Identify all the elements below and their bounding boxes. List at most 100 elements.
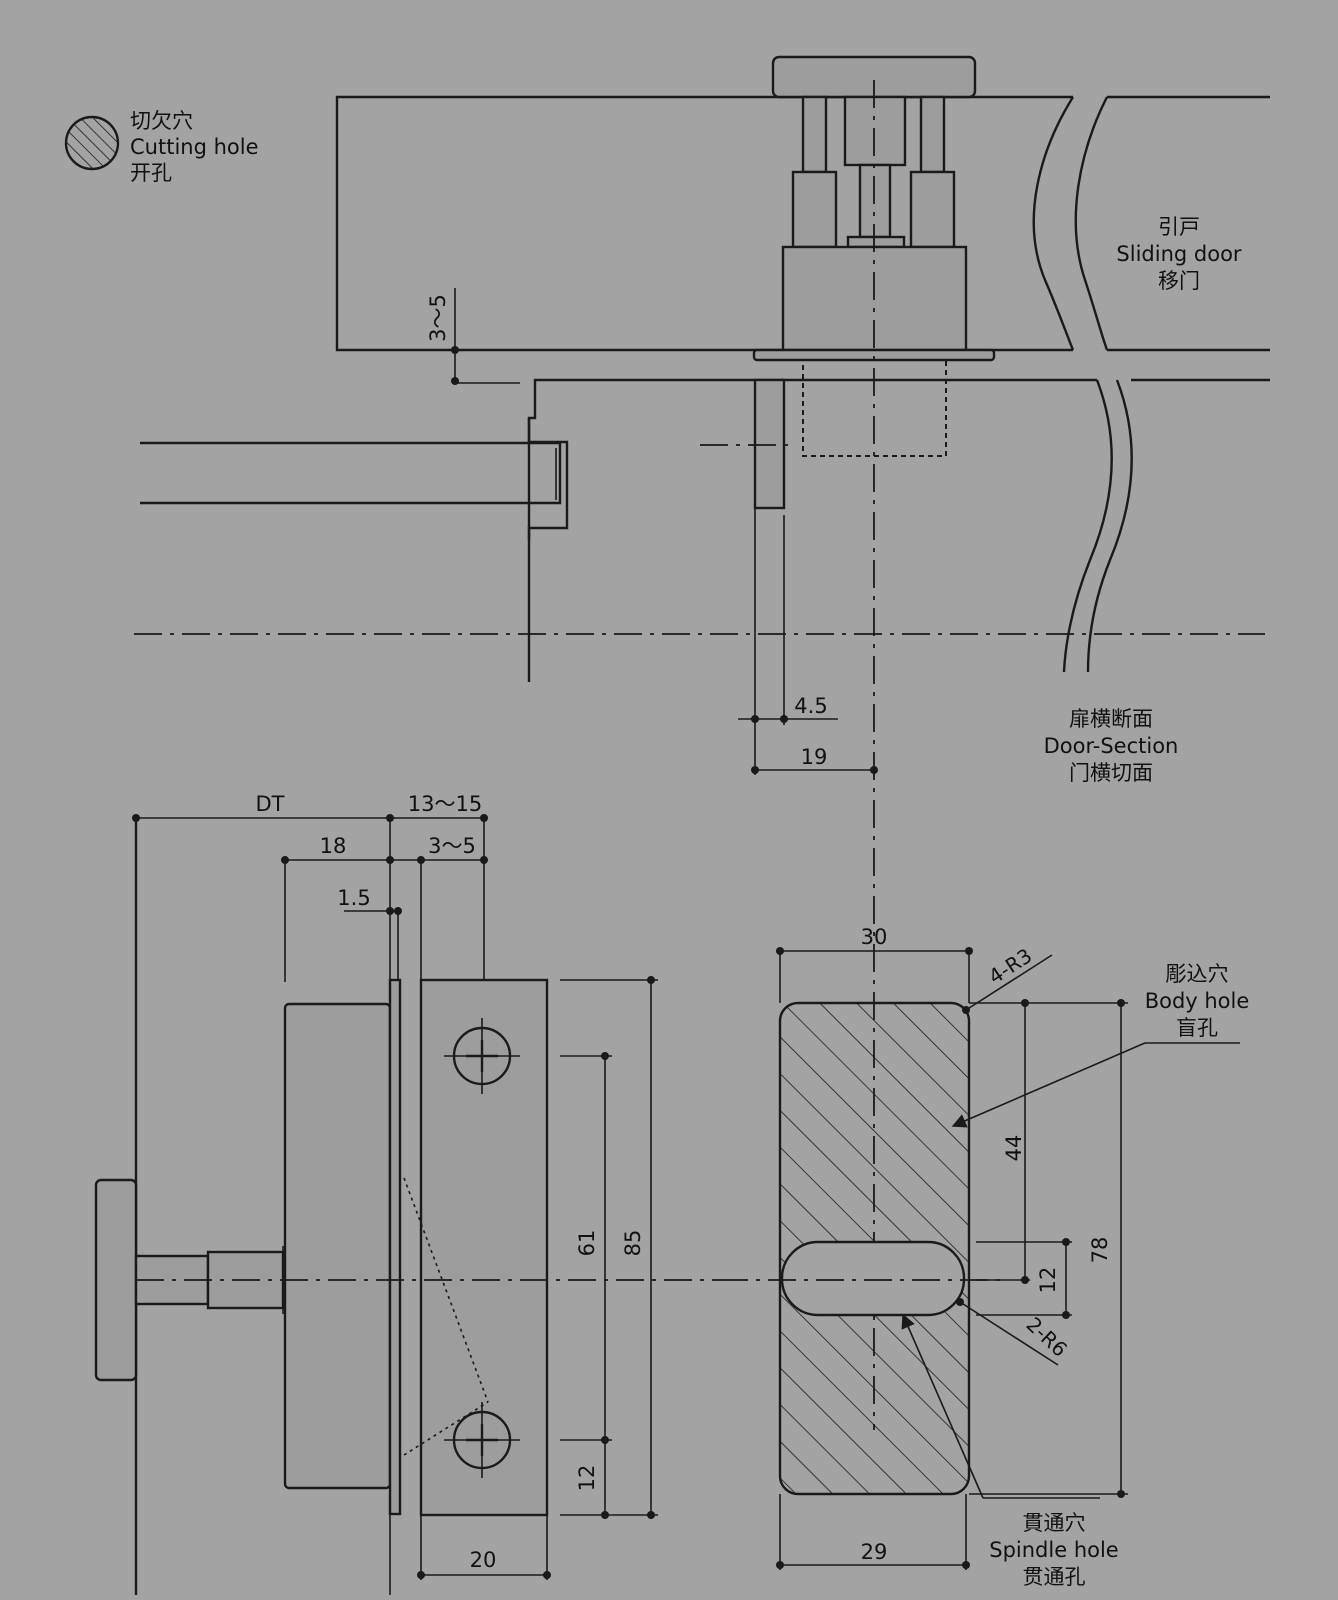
dim-1-5: 1.5 <box>337 886 370 910</box>
dim-range-13-15: 13～15 <box>408 792 482 816</box>
door-section-label-jp: 扉横断面 <box>1069 707 1153 731</box>
dim-offset-19: 19 <box>801 745 828 769</box>
dim-18-tick-left <box>281 856 289 864</box>
dim-1-5-tick-left <box>386 907 394 915</box>
dim-85: 85 <box>621 1230 645 1257</box>
dim-19-tick-left <box>751 766 759 774</box>
top-view-dimensions: 3～5 4.5 19 <box>426 288 878 775</box>
dim-61: 61 <box>575 1230 599 1257</box>
dim-top-gap: 3～5 <box>426 294 450 342</box>
dim-44-tick-bottom <box>1021 1276 1029 1284</box>
dim-offset-4-5: 4.5 <box>794 694 827 718</box>
dim-12-slot: 12 <box>1036 1267 1060 1294</box>
dim-61-tick-top <box>601 1052 609 1060</box>
dim-12-slot-tick-bottom <box>1062 1311 1070 1319</box>
body-hole-leader-arrow <box>951 1042 1146 1128</box>
frame-notch <box>527 418 569 540</box>
strike-plate-section <box>753 378 786 510</box>
latch-body-side <box>283 1002 392 1490</box>
dim-44: 44 <box>1002 1135 1026 1162</box>
knob <box>94 1178 138 1382</box>
frame-break-left <box>1062 379 1113 673</box>
face-plate-side <box>388 978 402 1516</box>
legend-label-jp: 切欠穴 <box>130 109 193 133</box>
latch-spindle <box>858 163 892 239</box>
rail-outline <box>140 441 562 505</box>
spindle-hole-label-cn: 贯通孔 <box>1023 1565 1086 1589</box>
hatch-swatch-icon <box>64 115 120 171</box>
dim-4-5-tick-left <box>751 715 759 723</box>
dim-78-tick-bottom <box>1117 1490 1125 1498</box>
dim-85-tick-bottom <box>647 1511 655 1519</box>
sliding-door-label-jp: 引戸 <box>1158 215 1200 239</box>
screw-bottom-icon <box>444 1402 520 1478</box>
gap-dim-tick-top <box>451 346 459 354</box>
gap-dim-tick-bottom <box>451 377 459 385</box>
dim-12-tick-bottom <box>601 1511 609 1519</box>
dim-dt-tick-left <box>132 814 140 822</box>
dim-61-tick-bottom <box>601 1436 609 1444</box>
dim-18: 18 <box>320 834 347 858</box>
latch-spindle-housing <box>843 95 907 167</box>
cutting-hole-legend: 切欠穴 Cutting hole 开孔 <box>64 109 259 185</box>
side-view <box>94 818 720 1595</box>
dim-1-5-tick-right <box>394 907 402 915</box>
dim-78: 78 <box>1088 1237 1112 1264</box>
spindle-hole-label-en: Spindle hole <box>989 1538 1118 1562</box>
dim-44-tick-top <box>1021 999 1029 1007</box>
dim-range-3-5: 3～5 <box>428 834 476 858</box>
screw-top-icon <box>444 1018 520 1094</box>
body-hole-label-cn: 盲孔 <box>1176 1016 1218 1040</box>
dim-dt: DT <box>256 792 285 816</box>
side-view-dimensions: DT 13～15 18 3～5 1.5 20 <box>132 792 658 1595</box>
cutting-hole-view <box>720 1001 1000 1496</box>
frame-outline <box>527 378 1097 682</box>
dim-18-tick-right <box>386 856 394 864</box>
dim-3-5-tick-right <box>480 856 488 864</box>
dim-78-tick-top <box>1117 999 1125 1007</box>
dim-30: 30 <box>861 925 888 949</box>
dim-12-slot-tick-top <box>1062 1238 1070 1246</box>
dim-3-5-tick-left <box>417 856 425 864</box>
dim-30-tick-left <box>776 947 784 955</box>
dim-20: 20 <box>470 1548 497 1572</box>
legend-label-en: Cutting hole <box>130 135 259 159</box>
legend-label-cn: 开孔 <box>130 161 172 185</box>
latch-post-left <box>801 95 828 174</box>
dim-12-screw: 12 <box>575 1465 599 1492</box>
front-view-dimensions: 30 29 4-R3 2-R6 44 12 78 <box>776 925 1128 1570</box>
latch-leg-right <box>909 170 956 249</box>
dim-20-tick-right <box>543 1571 551 1579</box>
door-top-view: 引戸 Sliding door 移门 扉横断面 Door-Section 门横切… <box>134 55 1270 1430</box>
dim-85-tick-top <box>647 976 655 984</box>
body-hole-callout: 彫込穴 Body hole 盲孔 <box>951 962 1250 1128</box>
pivot-dotted-line <box>403 1177 489 1456</box>
latch-post-right <box>919 95 946 174</box>
spindle-hole-leader-arrow <box>901 1313 984 1499</box>
latch-spindle-base <box>846 235 906 249</box>
frame-break-right <box>1086 379 1133 673</box>
door-section-label-en: Door-Section <box>1044 734 1179 758</box>
dim-20-tick-left <box>417 1571 425 1579</box>
dim-19-tick-right <box>870 766 878 774</box>
dim-29-tick-right <box>962 1561 970 1569</box>
latch-leg-left <box>791 170 838 249</box>
spindle-hole-slot <box>780 1240 966 1317</box>
dim-30-tick-right <box>965 947 973 955</box>
sliding-door-label-cn: 移门 <box>1158 269 1200 293</box>
body-hole-label-en: Body hole <box>1145 989 1250 1013</box>
body-hole-label-jp: 彫込穴 <box>1166 962 1229 986</box>
spindle-hole-callout: 貫通穴 Spindle hole 贯通孔 <box>901 1313 1119 1589</box>
dim-4-5-tick-right <box>780 715 788 723</box>
dim-radius-2r6: 2-R6 <box>1022 1312 1072 1361</box>
sliding-door-outline <box>335 95 1073 352</box>
r6-leader <box>959 1301 1059 1366</box>
door-break-right <box>1074 96 1109 351</box>
r3-leader <box>965 954 1053 1011</box>
sliding-door-label-en: Sliding door <box>1116 242 1242 266</box>
door-break-left <box>1032 96 1075 351</box>
dim-29: 29 <box>861 1540 888 1564</box>
door-section-label-cn: 门横切面 <box>1069 761 1153 785</box>
dim-29-tick-left <box>776 1561 784 1569</box>
